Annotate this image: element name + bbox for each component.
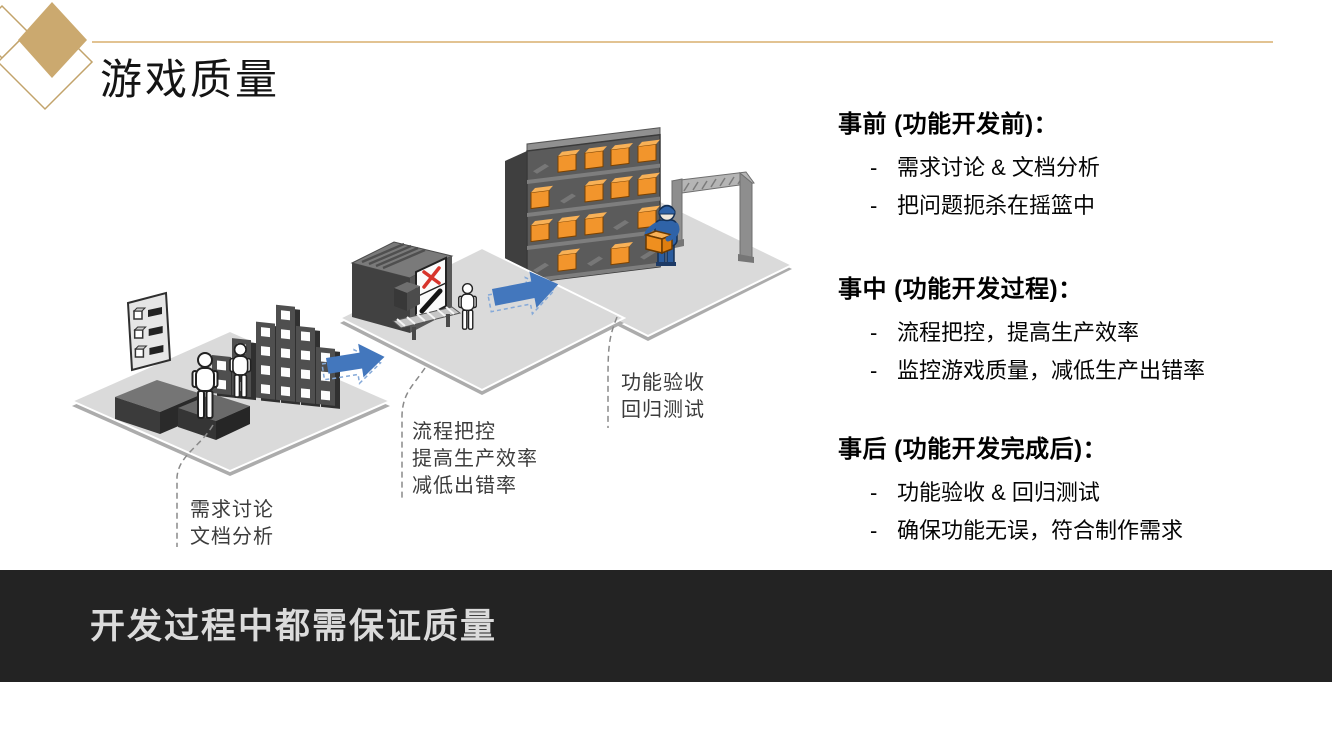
section-before-heading: 事前 (功能开发前)： (838, 111, 1059, 138)
section-during-heading: 事中 (功能开发过程)： (838, 276, 1083, 303)
flow-arrow-2-icon (487, 271, 559, 316)
bullet-dash: - (870, 358, 878, 383)
page-title: 游戏质量 (100, 56, 281, 103)
bullet-item: - 把问题扼杀在摇篮中 (838, 187, 1324, 225)
process-diagram-illustration (69, 127, 795, 547)
warehouse-shelf-icon (505, 127, 661, 284)
bullet-item: - 确保功能无误，符合制作需求 (838, 512, 1324, 550)
stage-3-label: 功能验收 回归测试 (621, 372, 705, 421)
bullet-item: - 需求讨论 & 文档分析 (838, 149, 1324, 187)
section-after-heading: 事后 (功能开发完成后)： (838, 436, 1108, 463)
bullet-dash: - (870, 480, 878, 505)
process-diagram: 需求讨论 文档分析 流程把控 提高生产效率 减低出错率 功能验收 回归测试 (60, 125, 820, 565)
bullet-item: - 流程把控，提高生产效率 (838, 314, 1324, 352)
stage-2-label: 流程把控 提高生产效率 减低出错率 (412, 421, 538, 497)
flow-arrow-1-icon (321, 343, 385, 385)
block-stack-icon (115, 380, 250, 440)
bullet-dash: - (870, 518, 878, 543)
bullet-dash: - (870, 155, 878, 180)
label-leader-lines (176, 316, 618, 547)
header-rule (92, 41, 1273, 43)
stage-1-group (69, 291, 393, 476)
footer-banner-text: 开发过程中都需保证质量 (90, 606, 498, 646)
footer-banner: 开发过程中都需保证质量 (0, 570, 1332, 682)
header-diamond-icon (0, 2, 94, 111)
bullet-item: - 功能验收 & 回归测试 (838, 474, 1324, 512)
bullet-item: - 监控游戏质量，减低生产出错率 (838, 352, 1324, 390)
stage-1-label: 需求讨论 文档分析 (190, 499, 274, 548)
requirements-board-icon (126, 291, 172, 372)
section-before: 事前 (功能开发前)： - 需求讨论 & 文档分析 - 把问题扼杀在摇篮中 (838, 104, 1324, 225)
bullet-dash: - (870, 320, 878, 345)
inspection-machine-icon (350, 241, 462, 340)
right-panel: 事前 (功能开发前)： - 需求讨论 & 文档分析 - 把问题扼杀在摇篮中 事中… (838, 0, 1324, 570)
stage-3-group (502, 127, 795, 341)
section-after: 事后 (功能开发完成后)： - 功能验收 & 回归测试 - 确保功能无误，符合制… (838, 429, 1324, 550)
warehouse-worker-icon (643, 204, 680, 266)
bullet-dash: - (870, 193, 878, 218)
section-during: 事中 (功能开发过程)： - 流程把控，提高生产效率 - 监控游戏质量，减低生产… (838, 269, 1324, 390)
